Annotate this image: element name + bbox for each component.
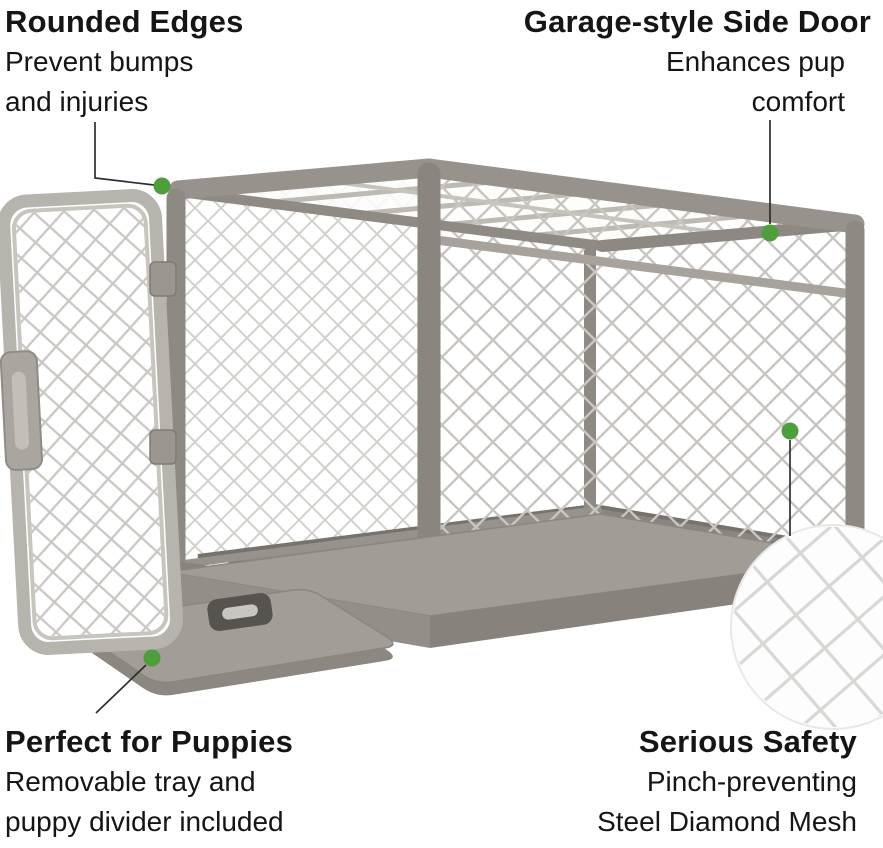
callout-text: Enhances pup <box>665 46 845 77</box>
garage-door-rail <box>431 235 857 299</box>
door-hinges <box>149 261 177 465</box>
callout-serious-safety: Serious Safety Pinch-preventing Steel Di… <box>597 722 857 842</box>
callout-dot-rounded-edges <box>153 177 171 195</box>
callout-text: comfort <box>751 86 845 117</box>
leader-lines <box>94 120 791 714</box>
callout-title: Perfect for Puppies <box>5 724 294 759</box>
callout-text: Steel Diamond Mesh <box>597 806 857 837</box>
callout-side-door: Garage-style Side Door Enhances pup comf… <box>524 2 871 122</box>
tray-handle <box>207 592 273 632</box>
callout-text: Removable tray and <box>5 766 256 797</box>
callout-dot-puppies <box>143 649 161 667</box>
callout-title: Serious Safety <box>638 724 857 759</box>
crate-side-mesh <box>428 168 857 608</box>
callout-rounded-edges: Rounded Edges Prevent bumps and injuries <box>5 2 244 122</box>
callout-title: Rounded Edges <box>5 4 244 39</box>
callout-dot-side-door <box>761 224 779 242</box>
crate-open-door <box>0 189 184 655</box>
callout-text: Prevent bumps <box>5 46 194 77</box>
callout-perfect-for-puppies: Perfect for Puppies Removable tray and p… <box>5 722 293 842</box>
door-handle <box>0 350 43 471</box>
callout-text: puppy divider included <box>5 806 284 837</box>
callout-dot-serious-safety <box>781 422 799 440</box>
callout-text: and injuries <box>5 86 149 117</box>
leader-line-rounded-edges <box>94 122 155 186</box>
callout-title: Garage-style Side Door <box>523 4 871 39</box>
leader-line-puppies <box>95 664 147 714</box>
callout-text: Pinch-preventing <box>646 766 857 797</box>
mesh-detail-inset <box>730 524 883 730</box>
callout-dots <box>143 177 799 667</box>
